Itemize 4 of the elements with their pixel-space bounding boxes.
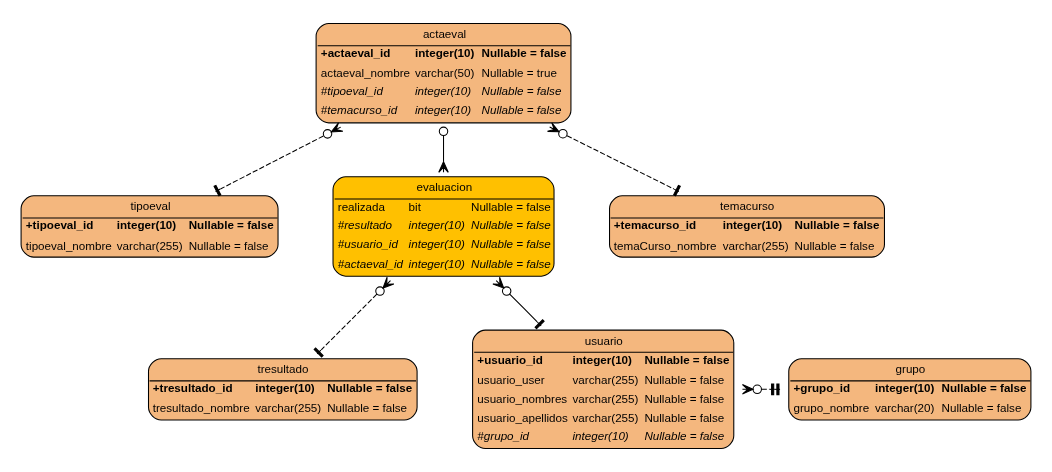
connector — [492, 276, 545, 330]
connector — [213, 122, 344, 197]
connector — [547, 122, 681, 197]
connector — [438, 126, 449, 173]
